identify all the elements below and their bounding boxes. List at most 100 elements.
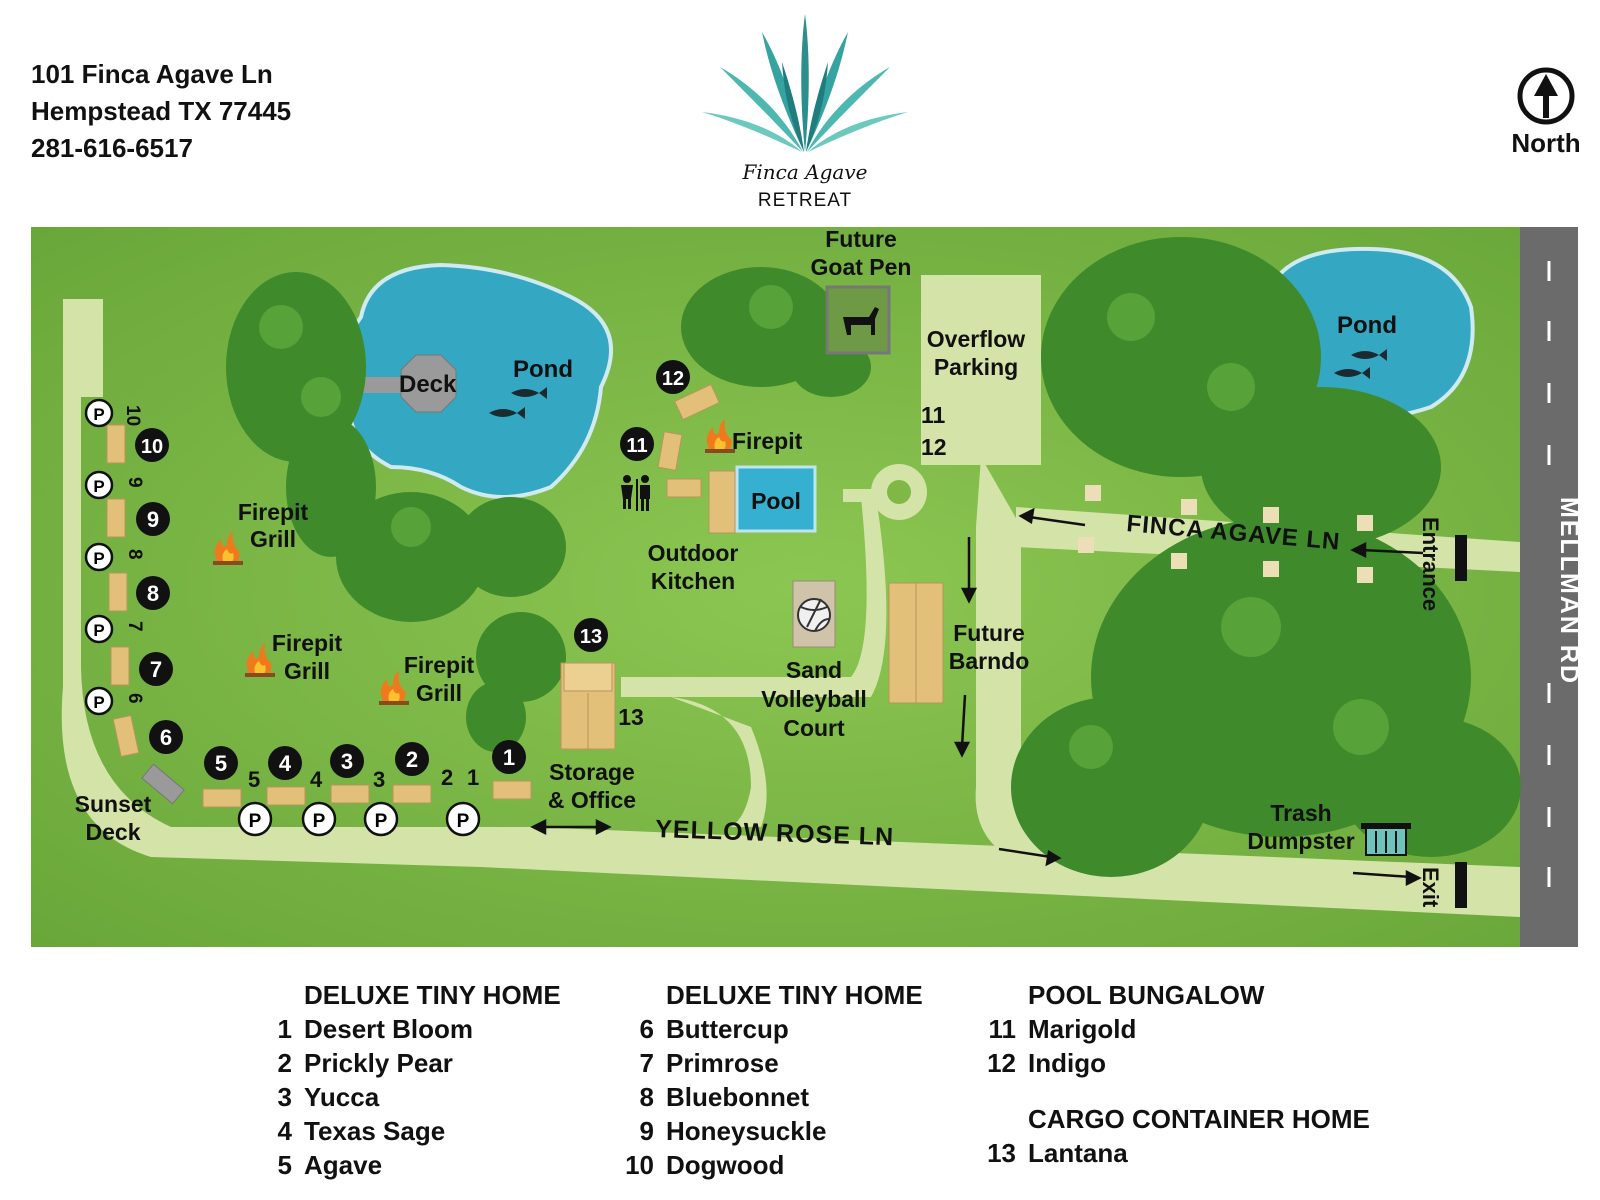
legend-num: 5 — [277, 1150, 292, 1180]
outdoor-kitchen-label-1: Outdoor — [648, 540, 739, 566]
legend-num: 12 — [987, 1048, 1016, 1078]
legend-num: 9 — [639, 1116, 654, 1146]
city-address: Hempstead TX 77445 — [31, 96, 292, 126]
marker-5: 5 — [215, 751, 227, 776]
bottom-parking: P P P P — [237, 801, 481, 837]
storage-office-building — [563, 662, 613, 692]
marker-10: 10 — [141, 436, 163, 458]
legend-name: Prickly Pear — [304, 1048, 453, 1078]
logo-script-text: Finca Agave — [742, 160, 868, 184]
legend-item: 1 Desert Bloom — [262, 1012, 561, 1046]
pool — [735, 465, 817, 533]
home-markers: 1 2 3 4 5 6 7 8 9 10 11 12 13 — [135, 360, 690, 780]
legend-item: 10 Dogwood — [624, 1148, 923, 1182]
exit-gate — [1455, 862, 1467, 908]
overflow-spot-11: 11 — [921, 402, 946, 428]
roundabout-island — [887, 480, 911, 504]
side-parking-9: 9 — [124, 477, 145, 488]
bottom-parking-1: 1 — [467, 765, 479, 790]
entrance-gate — [1455, 535, 1467, 581]
marker-13: 13 — [580, 626, 602, 648]
bungalow-12 — [673, 383, 721, 421]
street-address: 101 Finca Agave Ln — [31, 59, 273, 89]
bottom-parking-numbers: 5 4 3 2 1 — [248, 765, 479, 792]
firepit-grill-1-label-1: Firepit — [238, 499, 309, 525]
side-parking-7: 7 — [124, 621, 145, 632]
side-parking-6: 6 — [124, 693, 145, 704]
parking-symbol: P — [249, 811, 262, 832]
parking-symbol: P — [457, 811, 470, 832]
parking-symbol: P — [93, 405, 104, 424]
sunset-deck-platform — [141, 763, 185, 805]
bottom-parking-2: 2 — [441, 765, 453, 790]
legend-name: Bluebonnet — [666, 1082, 809, 1112]
legend-num: 3 — [277, 1082, 292, 1112]
tree-clusters — [226, 237, 1521, 877]
legend-num: 1 — [277, 1014, 292, 1044]
phone-number: 281-616-6517 — [31, 133, 193, 163]
firepit-icons — [213, 419, 735, 705]
firepit-grill-2-label-2: Grill — [284, 658, 330, 684]
legend-num: 10 — [625, 1150, 654, 1180]
marker-7: 7 — [150, 657, 162, 682]
marker-6: 6 — [160, 725, 172, 750]
traffic-arrows — [530, 507, 1424, 887]
legend-name: Desert Bloom — [304, 1014, 474, 1044]
tree-highlights — [259, 285, 1389, 769]
logo: Finca Agave RETREAT — [700, 12, 910, 217]
goat-icon — [843, 307, 879, 335]
entrance-label: Entrance — [1418, 517, 1443, 611]
legend-name: Texas Sage — [304, 1116, 446, 1146]
deck-platform — [400, 354, 457, 413]
bungalow-11 — [657, 431, 683, 471]
marker-9: 9 — [147, 507, 159, 532]
legend-name: Marigold — [1028, 1014, 1137, 1044]
marker-8: 8 — [147, 581, 159, 606]
marker-3: 3 — [341, 749, 353, 774]
legend-num: 4 — [277, 1116, 292, 1146]
bottom-parking-5: 5 — [248, 767, 260, 792]
lane-markers — [1078, 485, 1373, 583]
compass: North — [1508, 66, 1584, 159]
pool-label: Pool — [751, 488, 801, 514]
bottom-homes — [202, 780, 532, 808]
deck-label: Deck — [399, 371, 457, 398]
fish-icons — [489, 349, 1387, 419]
legend-item: 11 Marigold — [986, 1012, 1370, 1046]
overflow-parking-label-2: Parking — [934, 354, 1018, 380]
dumpster-icon — [1361, 823, 1411, 856]
side-parking-8: 8 — [124, 549, 145, 560]
small-pond-label: Pond — [1337, 312, 1397, 339]
overflow-parking-label-1: Overflow — [927, 326, 1026, 352]
legend-num: 7 — [639, 1048, 654, 1078]
bottom-parking-3: 3 — [373, 767, 385, 792]
parking-symbol: P — [93, 693, 104, 712]
trash-label-1: Trash — [1270, 800, 1331, 826]
outdoor-kitchen-building — [708, 470, 736, 534]
legend-num: 11 — [988, 1014, 1017, 1044]
legend-num: 13 — [987, 1138, 1016, 1168]
trash-label-2: Dumpster — [1247, 828, 1354, 854]
firepit-grill-2-label-1: Firepit — [272, 630, 343, 656]
legend-col-2-title: DELUXE TINY HOME — [666, 980, 923, 1010]
marker-2: 2 — [406, 747, 418, 772]
marker-4: 4 — [279, 751, 292, 776]
logo-subtitle: RETREAT — [757, 190, 853, 211]
barndo-label-2: Barndo — [949, 648, 1030, 674]
legend-item: 4 Texas Sage — [262, 1114, 561, 1148]
volleyball-label-3: Court — [783, 715, 845, 741]
legend-name: Dogwood — [666, 1150, 785, 1180]
sunset-deck-label-1: Sunset — [75, 791, 152, 817]
legend-spacer — [986, 1080, 1370, 1102]
sunset-deck-label-2: Deck — [86, 819, 141, 845]
volleyball-label-1: Sand — [786, 657, 842, 683]
parking-symbol: P — [93, 477, 104, 496]
legend-col-4-title: CARGO CONTAINER HOME — [1028, 1104, 1370, 1134]
